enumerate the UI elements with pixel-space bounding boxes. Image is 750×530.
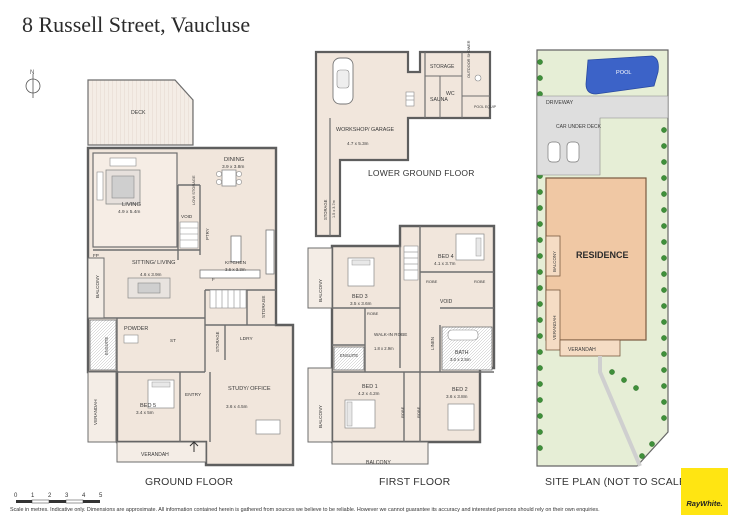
label-verandah: VERANDAH: [141, 452, 169, 458]
label-pool-equip: POOL EQUIP: [474, 105, 497, 109]
label-kitchen-dim: 3.6 x 3.3m: [225, 267, 246, 272]
label-sitting: SITTING/ LIVING: [132, 260, 176, 266]
raywhite-logo: RayWhite.: [681, 468, 728, 515]
label-kitchen: KITCHEN: [225, 260, 247, 266]
lower-ground-floor-plan: [314, 50, 492, 238]
label-lower-storage-side: STORAGE: [323, 199, 328, 220]
scale-bar: 0 1 2 3 4 5: [14, 493, 103, 504]
label-storage-b: STORAGE: [261, 296, 266, 318]
label-bed1-dim: 4.2 x 4.2m: [358, 391, 380, 396]
disclaimer: Scale in metres. Indicative only. Dimens…: [10, 507, 600, 513]
scale-label-1: 1: [31, 493, 35, 499]
label-residence: RESIDENCE: [576, 250, 629, 260]
lower-footprint: [314, 50, 492, 238]
label-pool: POOL: [616, 70, 632, 76]
label-lower-storage-dim: 1.5 x 3.7m: [332, 200, 336, 218]
label-bed3-dim: 3.5 x 3.6m: [350, 301, 372, 306]
label-first-balcony-c: BALCONY: [366, 460, 391, 466]
label-walkin-dim: 1.8 x 2.9m: [374, 346, 394, 351]
label-fp: FP: [93, 253, 99, 258]
label-st: ST: [170, 338, 176, 343]
label-study-dim: 3.6 x 4.5m: [226, 404, 248, 409]
label-deck: DECK: [131, 110, 146, 116]
label-bath-dim: 3.0 x 2.5m: [450, 357, 471, 362]
scale-label-3: 3: [65, 493, 69, 499]
brand-name: RayWhite.: [686, 499, 723, 508]
residence-block: [545, 177, 647, 341]
scale-label-0: 0: [14, 493, 18, 499]
label-site-balcony: BALCONY: [552, 251, 557, 272]
label-bed2: BED 2: [452, 387, 468, 393]
label-dining: DINING: [224, 157, 245, 163]
ground-floor-title: GROUND FLOOR: [145, 476, 234, 488]
deck-area: [87, 79, 194, 146]
label-sitting-dim: 4.6 x 3.9m: [140, 272, 162, 277]
label-dining-dim: 3.9 x 3.8m: [222, 164, 244, 170]
label-driveway: DRIVEWAY: [546, 100, 574, 106]
label-robe-d: ROBE: [400, 406, 405, 418]
label-ground-ensuite: ENSUITE: [104, 337, 109, 355]
label-entry: ENTRY: [185, 392, 202, 398]
label-bed4-dim: 4.1 x 3.7m: [434, 261, 456, 266]
label-ldry: LDRY: [240, 336, 254, 342]
label-robe-e: ROBE: [416, 406, 421, 418]
label-living-dim: 4.9 x 5.4m: [118, 209, 140, 215]
label-outdoor-shower: OUTDOOR SHOWER: [467, 40, 471, 78]
label-site-verandah-side: VERANDAH: [552, 316, 557, 340]
label-living: LIVING: [122, 202, 141, 208]
label-bed3: BED 3: [352, 294, 368, 300]
label-sauna: SAUNA: [430, 97, 448, 103]
pool-shape: [585, 55, 659, 95]
site-plan: [536, 49, 669, 467]
scale-label-5: 5: [99, 493, 103, 499]
label-car-under-deck: CAR UNDER DECK: [556, 124, 602, 130]
site-plan-title: SITE PLAN (NOT TO SCALE): [545, 476, 690, 488]
label-ptry: PTRY: [205, 228, 210, 240]
lower-ground-floor-title: LOWER GROUND FLOOR: [368, 168, 475, 178]
label-lower-storage: STORAGE: [430, 64, 455, 70]
scale-label-4: 4: [82, 493, 86, 499]
label-study: STUDY/ OFFICE: [228, 386, 271, 392]
label-powder: POWDER: [124, 326, 148, 332]
first-floor-plan: [307, 224, 496, 465]
first-floor-title: FIRST FLOOR: [379, 476, 451, 488]
label-bed1: BED 1: [362, 384, 378, 390]
scale-label-2: 2: [48, 493, 52, 499]
label-void: VOID: [181, 214, 193, 219]
label-walkin: WALK-IN ROBE: [374, 332, 407, 337]
label-workshop-dim: 4.7 x 5.3m: [347, 141, 369, 146]
label-bed2-dim: 3.6 x 3.8m: [446, 394, 468, 399]
label-robe-c: ROBE: [367, 311, 379, 316]
room-labels: DECK DINING 3.9 x 3.8m LIVING 4.9 x 5.4m…: [93, 40, 632, 466]
label-site-verandah: VERANDAH: [568, 347, 596, 353]
label-first-balcony-a: BALCONY: [318, 278, 324, 302]
label-verandah-side: VERANDAH: [93, 399, 98, 425]
label-linen: LINEN: [430, 337, 435, 350]
label-first-balcony-b: BALCONY: [318, 404, 324, 428]
ground-floor-plan: N: [25, 70, 295, 467]
label-robe-a: ROBE: [426, 279, 438, 284]
label-workshop: WORKSHOP/ GARAGE: [336, 127, 395, 133]
label-low-storage: LOW STORAGE: [191, 175, 196, 205]
label-first-void: VOID: [440, 299, 453, 305]
label-bath: BATH: [455, 350, 469, 356]
svg-text:N: N: [30, 70, 34, 76]
label-storage-a: STORAGE: [215, 331, 220, 352]
label-robe-b: ROBE: [474, 279, 486, 284]
label-first-ensuite: ENSUITE: [340, 353, 358, 358]
label-wc: WC: [446, 91, 455, 97]
label-bed5: BED 5: [140, 403, 156, 409]
label-bed4: BED 4: [438, 254, 454, 260]
label-f: F: [212, 277, 215, 282]
label-bed5-dim: 3.4 x 5m: [136, 410, 154, 415]
page-title: 8 Russell Street, Vaucluse: [22, 12, 251, 37]
label-ground-balcony: BALCONY: [95, 274, 101, 298]
